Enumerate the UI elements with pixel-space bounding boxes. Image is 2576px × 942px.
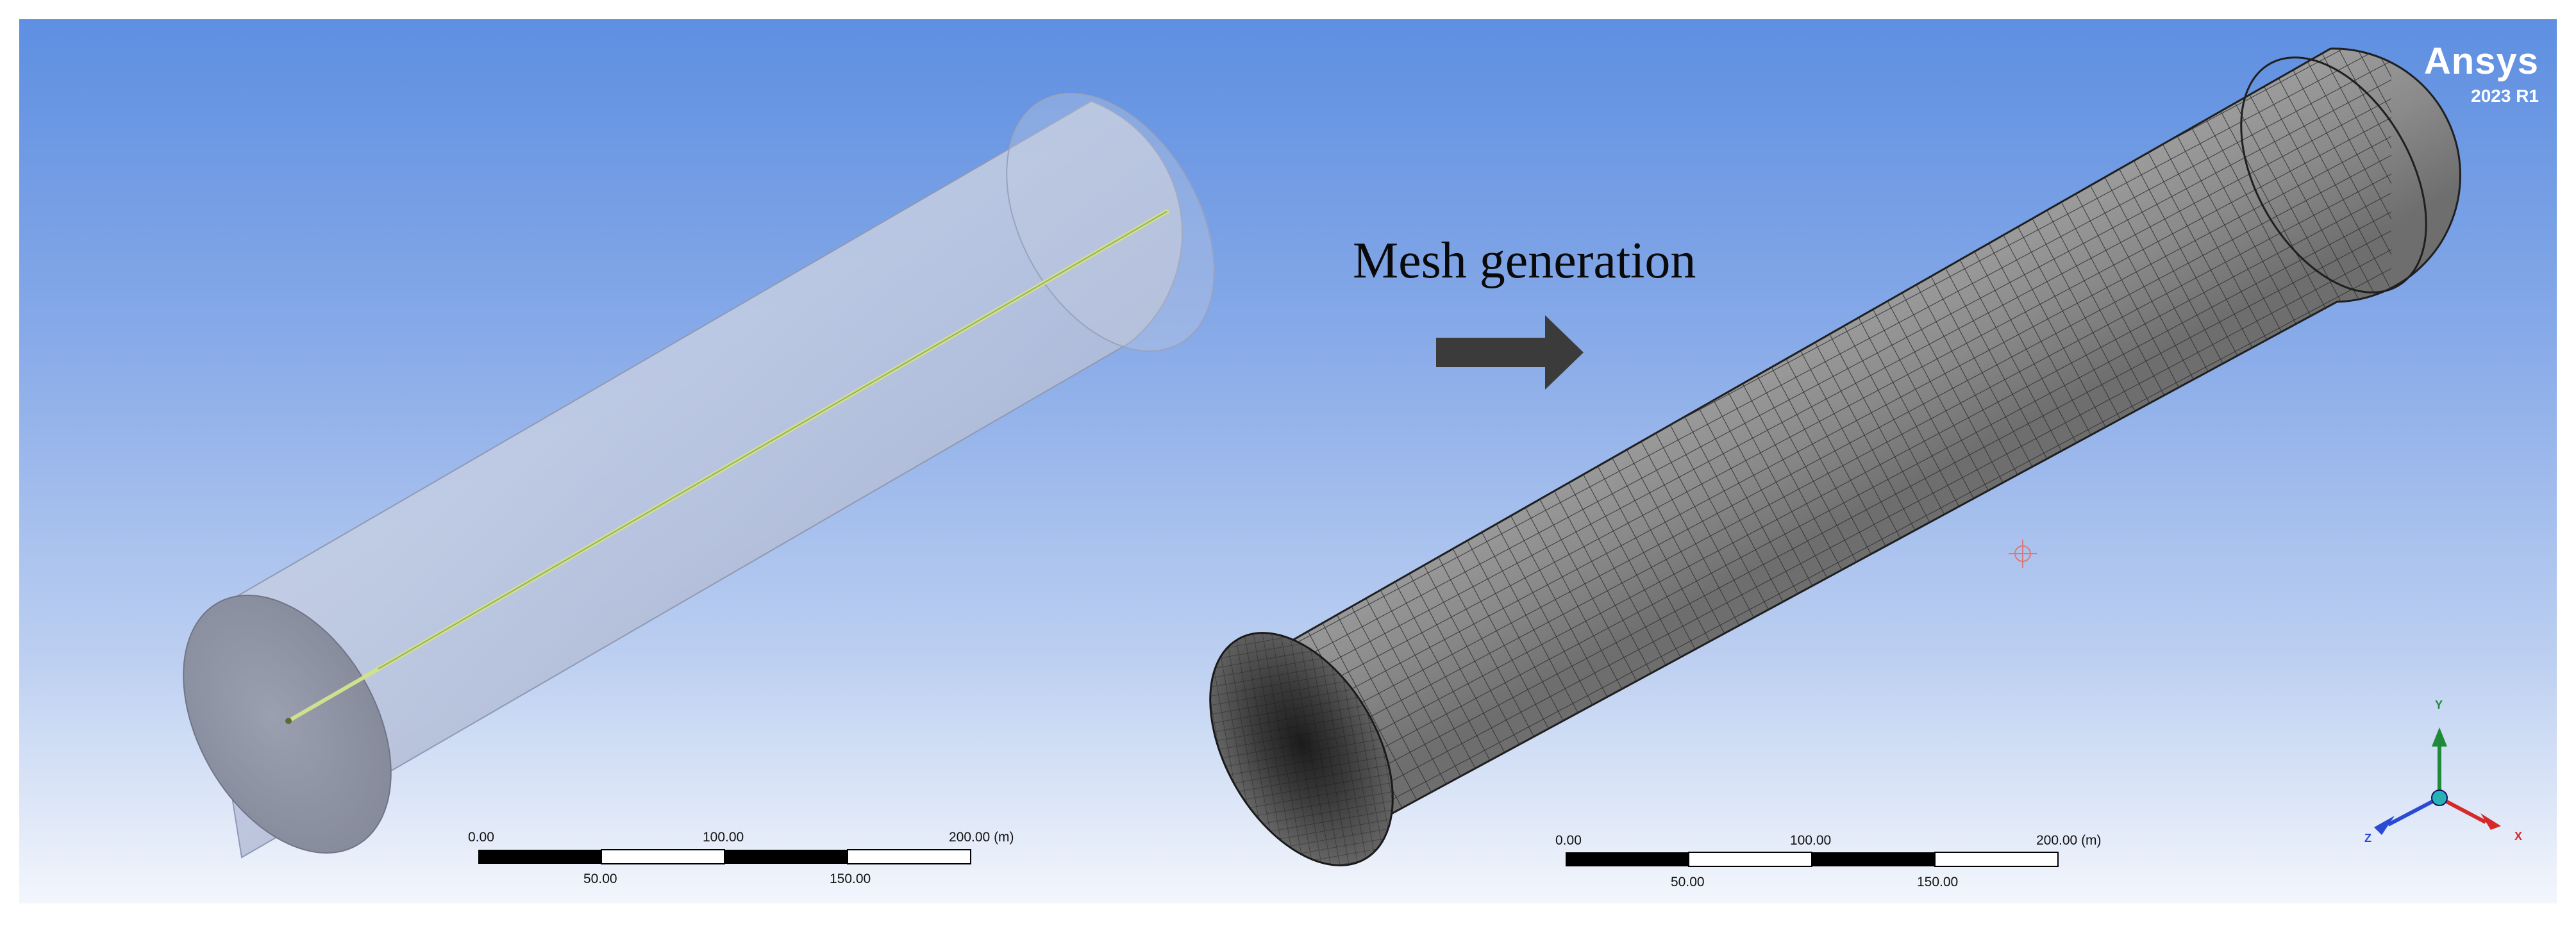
ansys-version-label: 2023 R1 bbox=[2471, 86, 2539, 106]
ansys-logo: Ansys bbox=[2423, 40, 2539, 82]
line-body-front-segment bbox=[287, 667, 380, 723]
scale-bar-right bbox=[1566, 852, 2059, 867]
scene-canvas[interactable] bbox=[19, 19, 2557, 904]
meshed-model[interactable] bbox=[1173, 19, 2464, 904]
geometry-cylinder-body[interactable] bbox=[202, 100, 1183, 859]
triad-y-label: Y bbox=[2435, 698, 2443, 711]
scale-right-tick-0: 0.00 bbox=[1555, 833, 1582, 848]
geometry-near-end-face[interactable] bbox=[140, 559, 433, 889]
line-body-wire-core bbox=[288, 211, 1167, 722]
scale-left-tick-50: 50.00 bbox=[583, 872, 617, 886]
line-body-endpoint bbox=[285, 718, 292, 724]
graphics-viewport[interactable]: Ansys 2023 R1 Mesh generation 0.00 100.0… bbox=[19, 19, 2557, 904]
scale-left-tick-200: 200.00 (m) bbox=[949, 830, 1014, 845]
scale-right-tick-50: 50.00 bbox=[1671, 875, 1705, 889]
mesh-far-end-rim bbox=[2240, 56, 2427, 293]
scale-left-tick-150: 150.00 bbox=[830, 872, 871, 886]
scale-right-tick-150: 150.00 bbox=[1917, 875, 1959, 889]
mesh-surface-elements bbox=[1279, 48, 2391, 850]
scale-right-tick-200: 200.00 (m) bbox=[2036, 833, 2102, 848]
geometry-model[interactable] bbox=[140, 57, 1257, 889]
mesh-generation-label: Mesh generation bbox=[1353, 233, 1696, 289]
triad-x-label: X bbox=[2514, 830, 2523, 843]
scale-right-tick-100: 100.00 bbox=[1790, 833, 1832, 848]
step-arrow bbox=[1436, 315, 1584, 390]
geometry-far-end-face bbox=[1006, 92, 1215, 352]
triad-z-label: Z bbox=[2364, 832, 2371, 845]
axis-triad-icon[interactable] bbox=[2374, 727, 2501, 835]
crosshair-icon bbox=[2009, 540, 2037, 568]
mesh-face-elements bbox=[1210, 632, 1393, 866]
scale-left-tick-0: 0.00 bbox=[468, 830, 494, 845]
scale-bar-left bbox=[478, 849, 971, 864]
scale-left-tick-100: 100.00 bbox=[703, 830, 744, 845]
